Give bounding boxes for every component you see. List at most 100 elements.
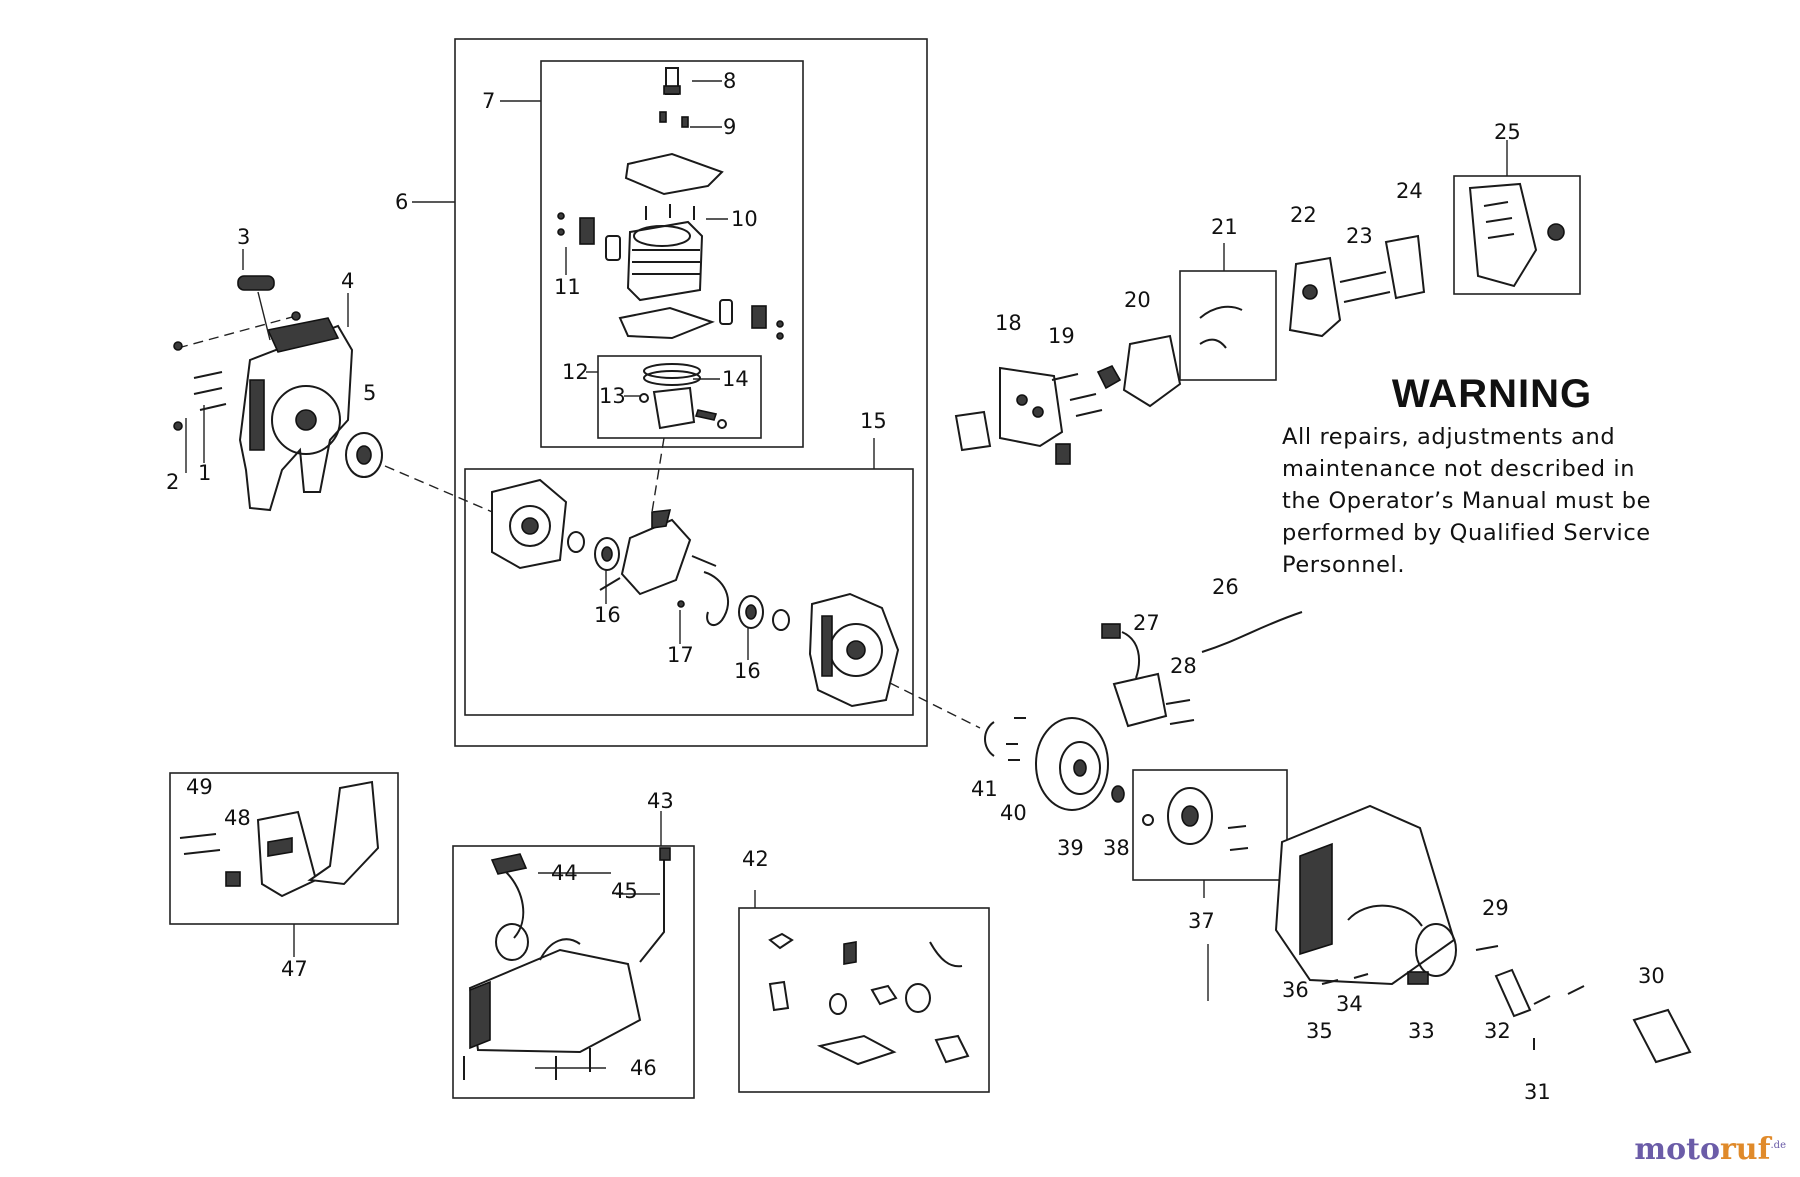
callout-26: 26 <box>1212 575 1239 599</box>
callout-21: 21 <box>1211 215 1238 239</box>
callout-42: 42 <box>742 847 769 871</box>
fuel-tank <box>468 853 642 1054</box>
woodruff-key <box>677 600 685 608</box>
carburetor <box>1096 334 1182 408</box>
watermark-suffix: .de <box>1770 1140 1787 1151</box>
callout-12: 12 <box>562 360 589 384</box>
callout-23: 23 <box>1346 224 1373 248</box>
callout-47: 47 <box>281 957 308 981</box>
gasket-kit-box <box>738 907 990 1093</box>
clutch <box>1142 787 1249 851</box>
fuel-line-kit-box <box>1179 270 1277 381</box>
intake-parts <box>719 299 784 340</box>
callout-1: 1 <box>198 461 211 485</box>
cover-clip <box>1407 971 1429 985</box>
callout-48: 48 <box>224 806 251 830</box>
site-watermark: motoruf.de <box>1634 1132 1786 1167</box>
callout-numbers: 1 2 3 4 5 6 7 8 9 10 11 12 13 14 15 16 1… <box>166 69 1665 1104</box>
callout-3: 3 <box>237 225 250 249</box>
callout-46: 46 <box>630 1056 657 1080</box>
piston-kit-box <box>597 355 762 439</box>
callout-10: 10 <box>731 207 758 231</box>
cylinder-screws <box>659 111 689 128</box>
callout-34: 34 <box>1336 992 1363 1016</box>
air-filter-cover-box <box>1453 175 1581 295</box>
warning-notice: WARNING All repairs, adjustments and mai… <box>1282 372 1702 581</box>
callout-6: 6 <box>395 190 408 214</box>
callout-13: 13 <box>599 384 626 408</box>
muffler <box>179 780 380 898</box>
warning-line: the Operator’s Manual must be <box>1282 488 1652 514</box>
crankcase-right <box>808 592 900 708</box>
bearings-and-seals <box>567 531 790 631</box>
stop-switch-wire <box>1201 611 1303 653</box>
air-filter-base <box>1288 256 1342 338</box>
cylinder-small-parts <box>557 212 621 261</box>
callout-30: 30 <box>1638 964 1665 988</box>
callout-5: 5 <box>363 381 376 405</box>
crankcase-left <box>491 478 568 570</box>
callout-36: 36 <box>1282 978 1309 1002</box>
assembly-axis-lower <box>889 682 981 729</box>
callout-45: 45 <box>611 879 638 903</box>
piston <box>639 363 727 430</box>
housing-screws <box>173 311 301 431</box>
callout-49: 49 <box>186 775 213 799</box>
callout-43: 43 <box>647 789 674 813</box>
fuel-tank-screws <box>463 1048 591 1080</box>
flywheel <box>1035 717 1109 811</box>
engine-assembly-box <box>454 38 928 747</box>
gasket-kit-parts <box>768 932 970 1066</box>
cylinder <box>626 220 704 302</box>
callout-11: 11 <box>554 275 581 299</box>
retaining-ring <box>984 721 995 757</box>
flywheel-screws <box>1006 717 1026 761</box>
cylinder-bolts <box>645 204 695 220</box>
callout-27: 27 <box>1133 611 1160 635</box>
callout-37: 37 <box>1188 909 1215 933</box>
crankcase-kit-box <box>464 468 914 716</box>
starter-handle <box>237 275 275 341</box>
callout-16-left: 16 <box>594 603 621 627</box>
callout-24: 24 <box>1396 179 1423 203</box>
air-filter-screws <box>1339 271 1391 303</box>
ignition-screws <box>1165 699 1195 725</box>
muffler-kit-box <box>169 772 399 925</box>
assembly-axis-upper <box>384 465 498 515</box>
starter-housing <box>238 317 354 512</box>
fuel-pickup <box>639 847 671 963</box>
callout-35: 35 <box>1306 1019 1333 1043</box>
callout-9: 9 <box>723 115 736 139</box>
warning-line: maintenance not described in <box>1282 456 1636 482</box>
callout-22: 22 <box>1290 203 1317 227</box>
callout-41: 41 <box>971 777 998 801</box>
cylinder-gasket <box>618 306 715 340</box>
callout-7: 7 <box>482 89 495 113</box>
callout-2: 2 <box>166 470 179 494</box>
engine-cover <box>1274 804 1457 986</box>
callout-31: 31 <box>1524 1080 1551 1104</box>
callout-33: 33 <box>1408 1019 1435 1043</box>
callout-39: 39 <box>1057 836 1084 860</box>
callout-15: 15 <box>860 409 887 433</box>
connecting-rod-axis <box>651 437 665 513</box>
warning-text: All repairs, adjustments and maintenance… <box>1282 421 1702 581</box>
crankshaft <box>599 509 717 596</box>
cylinder-kit-box <box>540 60 804 448</box>
fuel-tank-kit-box <box>452 845 695 1099</box>
air-filter-element <box>1384 234 1426 300</box>
flywheel-nut <box>1111 785 1125 803</box>
cover-screws <box>1321 945 1499 985</box>
clamp-screws <box>1533 985 1585 1050</box>
callout-28: 28 <box>1170 654 1197 678</box>
callout-18: 18 <box>995 311 1022 335</box>
warning-line: performed by Qualified Service <box>1282 520 1651 546</box>
callout-38: 38 <box>1103 836 1130 860</box>
watermark-part-1: moto <box>1634 1132 1720 1167</box>
warning-heading: WARNING <box>1391 372 1593 416</box>
manifold-screws <box>1051 373 1103 417</box>
cylinder-shield <box>624 152 724 196</box>
callout-14: 14 <box>722 367 749 391</box>
watermark-part-2: ruf <box>1719 1132 1771 1167</box>
spark-plug <box>663 67 681 95</box>
